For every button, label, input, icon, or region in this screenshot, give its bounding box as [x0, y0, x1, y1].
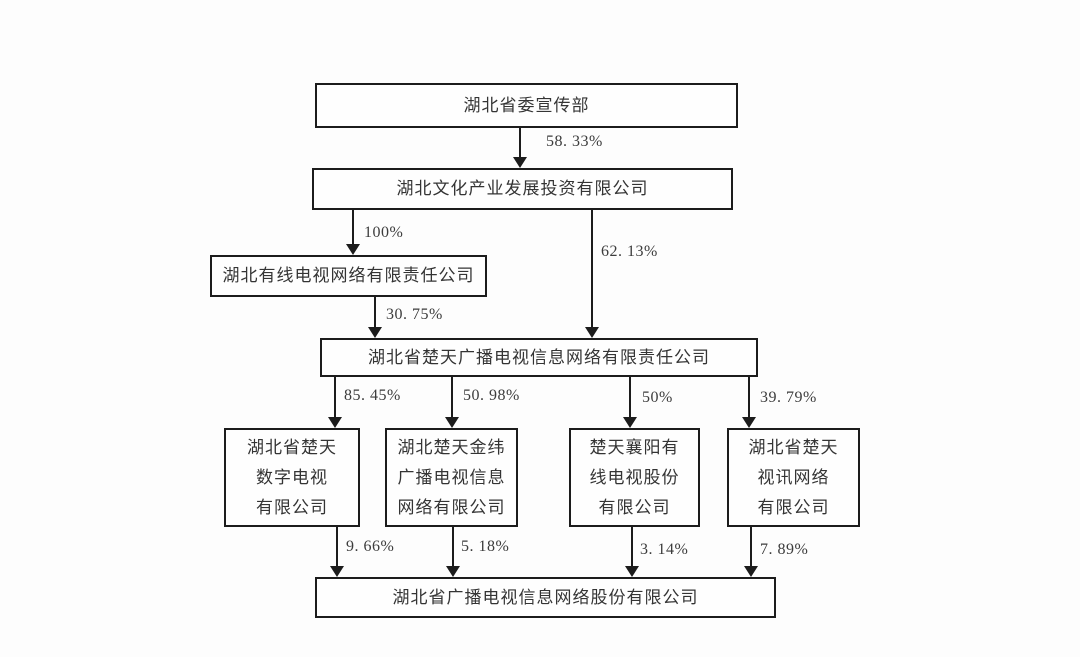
- arrowhead-down-icon: [742, 417, 756, 428]
- edge-line-chutian-to-digital: [334, 377, 336, 418]
- edge-label-chutian-to-digital: 85. 45%: [344, 387, 401, 404]
- edge-line-dept-to-culture: [519, 128, 521, 158]
- arrowhead-down-icon: [623, 417, 637, 428]
- edge-line-cable-to-chutian: [374, 297, 376, 328]
- edge-line-culture-to-chutian: [591, 210, 593, 328]
- arrowhead-down-icon: [585, 327, 599, 338]
- edge-label-culture-to-chutian: 62. 13%: [601, 243, 658, 260]
- arrowhead-down-icon: [328, 417, 342, 428]
- edge-label-digital-to-listed: 9. 66%: [346, 538, 395, 555]
- node-jinwei-network-co: 湖北楚天金纬 广播电视信息 网络有限公司: [385, 428, 518, 527]
- node-culture-investment-co: 湖北文化产业发展投资有限公司: [312, 168, 733, 210]
- edge-line-chutian-to-xiangyang: [629, 377, 631, 418]
- arrowhead-down-icon: [744, 566, 758, 577]
- node-propaganda-dept: 湖北省委宣传部: [315, 83, 738, 128]
- edge-label-jinwei-to-listed: 5. 18%: [461, 538, 510, 555]
- edge-label-chutian-to-video: 39. 79%: [760, 389, 817, 406]
- edge-line-xiangyang-to-listed: [631, 527, 633, 567]
- edge-label-cable-to-chutian: 30. 75%: [386, 306, 443, 323]
- arrowhead-down-icon: [446, 566, 460, 577]
- edge-label-chutian-to-xiangyang: 50%: [642, 389, 673, 406]
- arrowhead-down-icon: [368, 327, 382, 338]
- edge-line-digital-to-listed: [336, 527, 338, 567]
- edge-line-culture-to-cable: [352, 210, 354, 245]
- arrowhead-down-icon: [445, 417, 459, 428]
- edge-label-video-to-listed: 7. 89%: [760, 541, 809, 558]
- edge-line-chutian-to-video: [748, 377, 750, 418]
- edge-label-chutian-to-jinwei: 50. 98%: [463, 387, 520, 404]
- node-chutian-digital-tv-co: 湖北省楚天 数字电视 有限公司: [224, 428, 360, 527]
- node-listed-company: 湖北省广播电视信息网络股份有限公司: [315, 577, 776, 618]
- node-chutian-video-network-co: 湖北省楚天 视讯网络 有限公司: [727, 428, 860, 527]
- edge-line-jinwei-to-listed: [452, 527, 454, 567]
- node-chutian-network-co: 湖北省楚天广播电视信息网络有限责任公司: [320, 338, 758, 377]
- edge-label-culture-to-cable: 100%: [364, 224, 404, 241]
- edge-label-xiangyang-to-listed: 3. 14%: [640, 541, 689, 558]
- arrowhead-down-icon: [513, 157, 527, 168]
- edge-line-video-to-listed: [750, 527, 752, 567]
- node-cable-tv-network-co: 湖北有线电视网络有限责任公司: [210, 255, 487, 297]
- arrowhead-down-icon: [625, 566, 639, 577]
- edge-label-dept-to-culture: 58. 33%: [546, 133, 603, 150]
- arrowhead-down-icon: [330, 566, 344, 577]
- edge-line-chutian-to-jinwei: [451, 377, 453, 418]
- node-xiangyang-cable-co: 楚天襄阳有 线电视股份 有限公司: [569, 428, 700, 527]
- arrowhead-down-icon: [346, 244, 360, 255]
